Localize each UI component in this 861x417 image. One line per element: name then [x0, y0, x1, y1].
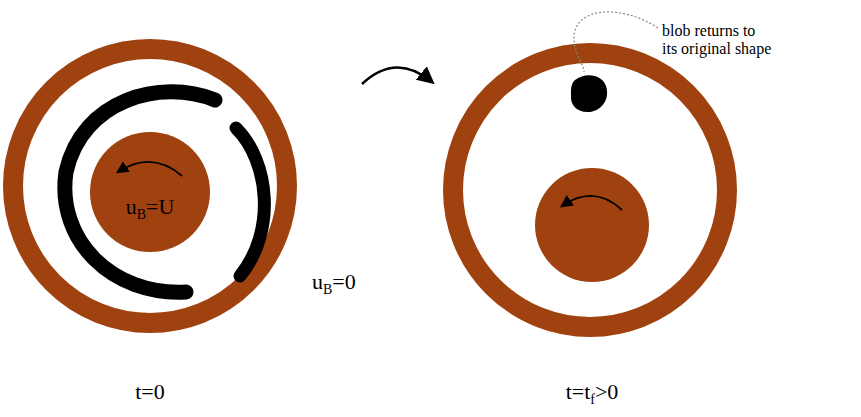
- velocity-label-group: uB=0: [312, 270, 356, 294]
- outer-cylinder: [13, 49, 287, 323]
- text-line: uB=U: [90, 194, 210, 220]
- time-label-group: t=tf>0: [566, 380, 619, 404]
- subscript: B: [323, 282, 332, 297]
- time-arrow: [362, 67, 432, 84]
- velocity-label: =0: [332, 269, 355, 294]
- velocity-label: u: [126, 194, 137, 219]
- stretched-blob: [65, 92, 215, 292]
- time-label: t=0: [135, 379, 165, 404]
- stretched-blob: [236, 128, 264, 276]
- node-outline: [90, 132, 210, 252]
- inner-cylinder: uB=U: [90, 132, 210, 252]
- blob: [571, 75, 607, 112]
- velocity-label: =U: [146, 194, 174, 219]
- rotation-arrow: [118, 162, 182, 176]
- inner-cylinder: [535, 168, 649, 282]
- note: blob returns to its original shape: [662, 22, 771, 57]
- time-label: t=t: [566, 379, 591, 404]
- time-label: >0: [595, 379, 618, 404]
- leader-line: [574, 12, 658, 72]
- subscript: B: [137, 207, 146, 222]
- subscript: f: [590, 392, 595, 407]
- inner-cylinder-disc: [90, 132, 210, 252]
- outer-cylinder: [453, 53, 727, 327]
- time-label-group: t=0: [135, 380, 165, 404]
- rotation-arrow: [562, 196, 622, 210]
- velocity-label: u: [312, 269, 323, 294]
- note-group: blob returns to its original shape: [662, 22, 774, 59]
